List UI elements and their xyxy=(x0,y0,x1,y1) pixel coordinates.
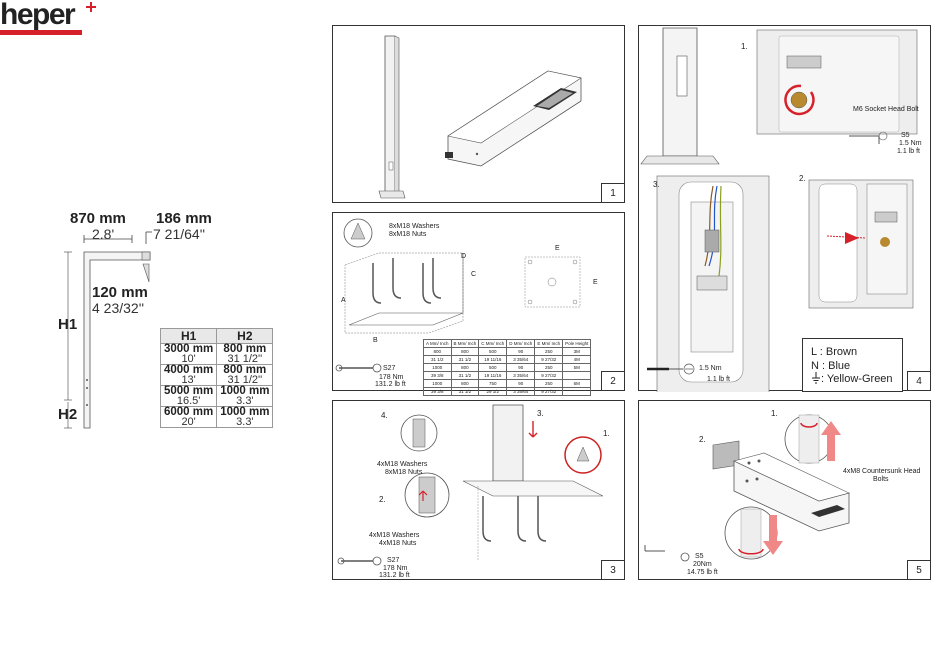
step-1-label: 1. xyxy=(603,429,610,438)
dim-b: B xyxy=(373,337,378,344)
wiring-illustration xyxy=(640,27,918,392)
pole-mounting-illustration xyxy=(337,404,604,566)
torque-nm-bottom: 1.5 Nm xyxy=(699,365,722,372)
wrench-size: S27 xyxy=(387,557,400,564)
luminaire-fixing-illustration xyxy=(644,414,850,562)
washers-label: 8xM18 Washers xyxy=(389,223,440,230)
dim-c: C xyxy=(471,271,477,278)
step-3-label: 3. xyxy=(537,409,544,418)
legend-ground: : Yellow-Green xyxy=(821,373,893,385)
nuts2-label: 4xM18 Nuts xyxy=(379,540,417,547)
nuts-label: 8xM18 Nuts xyxy=(389,231,427,238)
washers2-label: 4xM18 Washers xyxy=(369,532,420,539)
pole-dimension-drawing xyxy=(64,231,152,429)
h2-label: H2 xyxy=(58,406,78,423)
brand-logo: heper xyxy=(0,0,100,36)
bolt-label: M6 Socket Head Bolt xyxy=(853,106,919,113)
col-h1: H1 xyxy=(159,328,218,344)
torque-lb: 14.75 lb ft xyxy=(687,569,718,576)
nuts4-label: 8xM18 Nuts xyxy=(385,469,423,476)
torque-nm: 178 Nm xyxy=(379,374,404,381)
dim-a: A xyxy=(341,297,346,304)
torque-lb: 131.2 lb ft xyxy=(375,381,406,388)
bolts-label: 4xM8 Countersunk Head xyxy=(843,468,921,475)
hex-size: S5 xyxy=(695,553,704,560)
torque-lb-top: 1.1 lb ft xyxy=(897,148,920,155)
dim-e: E xyxy=(555,245,560,252)
step-2-label: 2. xyxy=(379,495,386,504)
step-1-label: 1. xyxy=(741,42,748,51)
step-number: 2 xyxy=(601,371,624,390)
panel-step-5: 1. 2. 4xM8 Countersunk Head Bolts S5 20N… xyxy=(638,400,931,580)
head-mm: 186 mm xyxy=(156,210,212,227)
pole-overview-illustration xyxy=(378,35,582,199)
dim-d: D xyxy=(461,253,467,260)
panel-step-1: 1 xyxy=(332,25,625,203)
step-1-label: 1. xyxy=(771,409,778,418)
width-mm: 870 mm xyxy=(70,210,126,227)
torque-lb-bottom: 1.1 lb ft xyxy=(707,376,730,383)
col-h2: H2 xyxy=(216,328,274,344)
bolts-label-2: Bolts xyxy=(873,476,889,483)
dim-e2: E xyxy=(593,279,598,286)
anchor-bolt-illustration xyxy=(335,218,581,373)
legend-live: L : Brown xyxy=(811,346,858,358)
hex-size: S5 xyxy=(901,132,910,139)
step-number: 5 xyxy=(907,560,930,579)
torque-lb: 131.2 lb ft xyxy=(379,572,410,579)
post-in: 4 23/32'' xyxy=(92,300,145,316)
step-2-label: 2. xyxy=(699,435,706,444)
step-number: 4 xyxy=(907,371,930,390)
panel-step-4: 1. 2. 3. M6 Socket Head Bolt S5 1.5 Nm 1… xyxy=(638,25,931,392)
width-ft: 2.8' xyxy=(92,226,115,242)
washers4-label: 4xM18 Washers xyxy=(377,461,428,468)
post-mm: 120 mm xyxy=(92,284,148,301)
step-4-label: 4. xyxy=(381,411,388,420)
step-number: 3 xyxy=(601,560,624,579)
torque-nm: 20Nm xyxy=(693,561,712,568)
brand-name: heper xyxy=(0,0,76,31)
panel-step-3: 4. 3. 1. 2. 4xM18 Washers 8xM18 Nuts 4xM… xyxy=(332,400,625,580)
legend-neutral: N : Blue xyxy=(811,360,851,372)
wrench-size: S27 xyxy=(383,365,396,372)
step-number: 1 xyxy=(601,183,624,202)
plus-icon xyxy=(86,2,96,12)
h1-label: H1 xyxy=(58,316,78,333)
head-in: 7 21/64'' xyxy=(153,226,206,242)
brand-underline xyxy=(0,30,82,35)
step-2-label: 2. xyxy=(799,174,806,183)
step-3-label: 3. xyxy=(653,180,660,189)
wire-color-legend: L : Brown N : Blue : Yellow-Green xyxy=(802,338,903,392)
torque-nm: 178 Nm xyxy=(383,565,408,572)
torque-nm-top: 1.5 Nm xyxy=(899,140,922,147)
ground-icon xyxy=(812,372,820,384)
